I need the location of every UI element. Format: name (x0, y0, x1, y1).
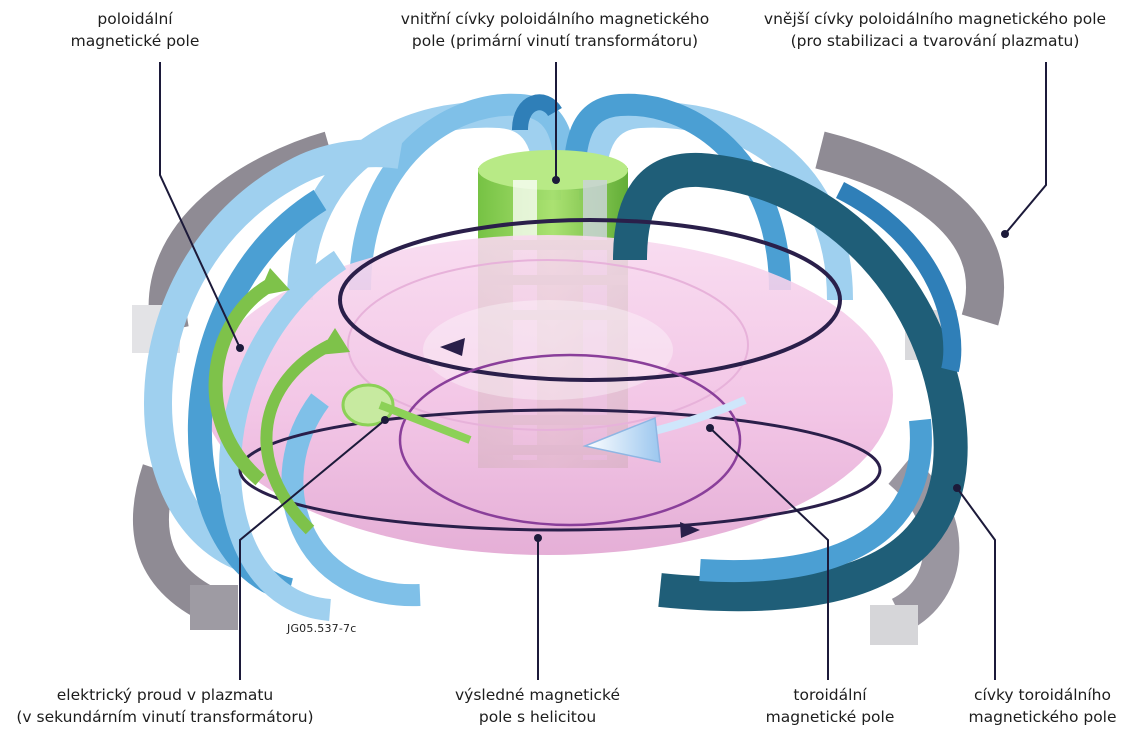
label-plasma-current-line1: elektrický proud v plazmatu (0, 684, 330, 706)
label-toroidal-field-line2: magnetické pole (740, 706, 920, 728)
label-outer-poloidal-coils: vnější cívky poloidálního magnetického p… (740, 8, 1130, 52)
label-outer-coils-line1: vnější cívky poloidálního magnetického p… (740, 8, 1130, 30)
label-toroidal-field: toroidální magnetické pole (740, 684, 920, 728)
figure-code: JG05.537-7c (287, 622, 356, 635)
label-toroidal-field-line1: toroidální (740, 684, 920, 706)
label-helical-field: výsledné magnetické pole s helicitou (430, 684, 645, 728)
label-outer-coils-line2: (pro stabilizaci a tvarování plazmatu) (740, 30, 1130, 52)
label-poloidal-field-line2: magnetické pole (30, 30, 240, 52)
label-helical-field-line1: výsledné magnetické (430, 684, 645, 706)
label-plasma-current-line2: (v sekundárním vinutí transformátoru) (0, 706, 330, 728)
label-plasma-current: elektrický proud v plazmatu (v sekundárn… (0, 684, 330, 728)
label-toroidal-coils: cívky toroidálního magnetického pole (955, 684, 1130, 728)
label-poloidal-field: poloidální magnetické pole (30, 8, 240, 52)
label-helical-field-line2: pole s helicitou (430, 706, 645, 728)
label-inner-poloidal-coils: vnitřní cívky poloidálního magnetického … (345, 8, 765, 52)
label-toroidal-coils-line2: magnetického pole (955, 706, 1130, 728)
label-toroidal-coils-line1: cívky toroidálního (955, 684, 1130, 706)
label-inner-coils-line1: vnitřní cívky poloidálního magnetického (345, 8, 765, 30)
label-poloidal-field-line1: poloidální (30, 8, 240, 30)
label-inner-coils-line2: pole (primární vinutí transformátoru) (345, 30, 765, 52)
